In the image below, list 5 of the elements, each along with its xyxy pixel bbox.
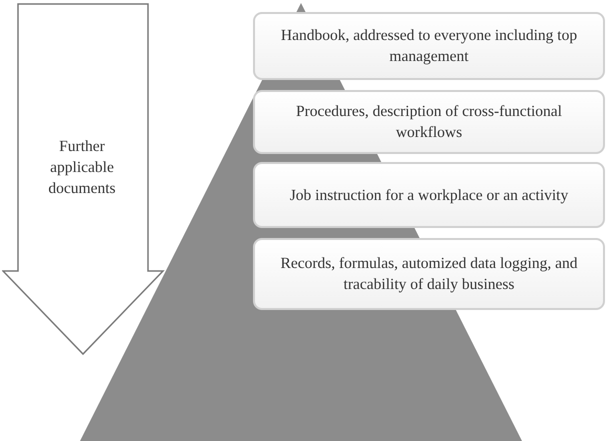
level-box: Records, formulas, automized data logging, and tracability of daily business xyxy=(253,238,605,310)
arrow-label: Further applicable documents xyxy=(47,137,117,199)
level-box: Handbook, addressed to everyone including top management xyxy=(253,12,605,80)
level-box: Procedures, description of cross-functional workflows xyxy=(253,90,605,154)
level-box: Job instruction for a workplace or an activity xyxy=(253,162,605,228)
